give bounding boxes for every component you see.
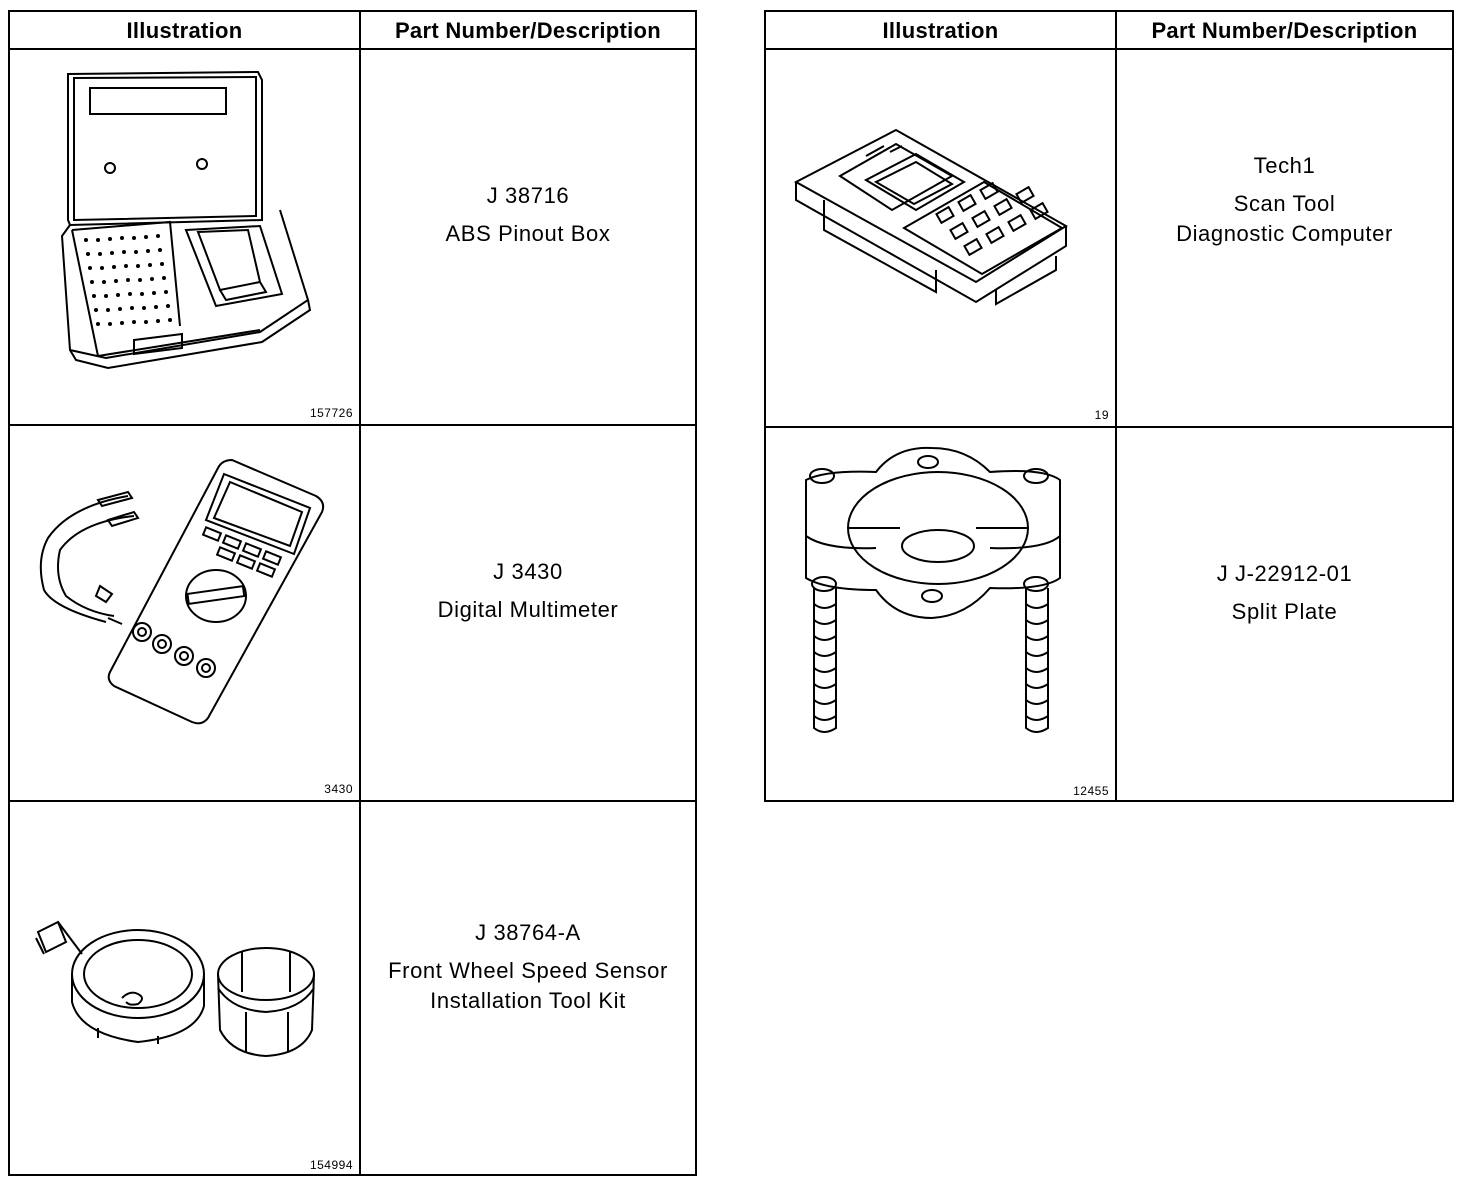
part-description-cell: J 3430 Digital Multimeter — [361, 426, 695, 756]
pinout-box-icon — [60, 70, 312, 370]
figure-number: 12455 — [1073, 784, 1109, 798]
part-description-cell: J 38716 ABS Pinout Box — [361, 50, 695, 380]
illustration-cell: 157726 — [10, 50, 359, 424]
part-description-cell: J 38764-A Front Wheel Speed Sensor Insta… — [361, 802, 695, 1132]
description-line: Front Wheel Speed Sensor — [388, 958, 668, 983]
header-part-description: Part Number/Description — [361, 12, 695, 50]
part-number: J J-22912-01 — [1216, 561, 1353, 586]
sensor-tool-kit-icon — [35, 920, 315, 1058]
scan-tool-icon — [793, 128, 1068, 306]
tool-table-left: Illustration Part Number/Description — [8, 10, 697, 1176]
description-line: Diagnostic Computer — [1176, 221, 1393, 246]
figure-number: 3430 — [324, 782, 353, 796]
figure-number: 157726 — [309, 406, 353, 420]
figure-number: 154994 — [309, 1158, 353, 1172]
header-illustration: Illustration — [766, 12, 1115, 50]
description-line: ABS Pinout Box — [445, 221, 611, 246]
tool-table-right: Illustration Part Number/Description — [764, 10, 1454, 802]
split-plate-icon — [805, 446, 1061, 733]
description-line: Scan Tool — [1233, 191, 1336, 216]
description-line: Installation Tool Kit — [430, 988, 626, 1013]
header-illustration: Illustration — [10, 12, 359, 50]
figure-number: 19 — [1094, 408, 1109, 422]
illustration-cell: 3430 — [10, 426, 359, 800]
illustration-cell: 12455 — [766, 428, 1115, 802]
illustration-cell: 19 — [766, 50, 1115, 426]
header-part-description: Part Number/Description — [1117, 12, 1452, 50]
description-line: Split Plate — [1231, 599, 1338, 624]
part-description-cell: Tech1 Scan Tool Diagnostic Computer — [1117, 50, 1452, 350]
part-description-cell: J J-22912-01 Split Plate — [1117, 428, 1452, 758]
illustration-cell: 154994 — [10, 802, 359, 1176]
part-number: J 38716 — [486, 183, 570, 208]
multimeter-icon — [39, 458, 325, 725]
part-number: Tech1 — [1253, 153, 1316, 178]
part-number: J 38764-A — [475, 920, 581, 945]
description-line: Digital Multimeter — [437, 597, 619, 622]
part-number: J 3430 — [493, 559, 563, 584]
